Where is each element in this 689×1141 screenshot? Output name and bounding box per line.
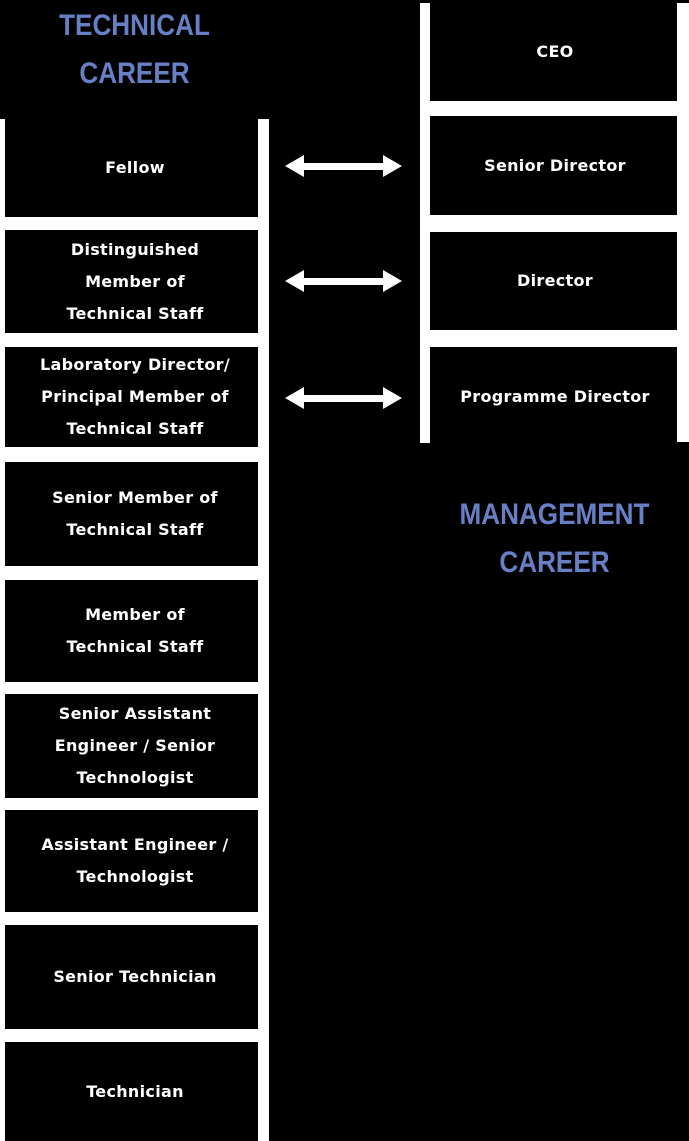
- level-label: Assistant Engineer / Technologist: [41, 835, 229, 886]
- level-label: Programme Director: [460, 386, 650, 406]
- level-gap-divider: [0, 912, 269, 925]
- technical-track-left-rail: [0, 119, 5, 1141]
- level-box-assistant-engineer: Assistant Engineer / Technologist: [12, 810, 258, 912]
- level-label: Member of Technical Staff: [66, 605, 204, 656]
- level-label: Senior Assistant Engineer / Senior Techn…: [54, 704, 216, 787]
- level-box-ceo: CEO: [433, 3, 677, 101]
- level-box-distinguished-member: Distinguished Member of Technical Staff: [12, 230, 258, 333]
- level-gap-divider: [0, 798, 269, 810]
- level-box-senior-member: Senior Member of Technical Staff: [12, 462, 258, 566]
- bidirectional-arrow-laboratory-programme-director: [285, 387, 402, 409]
- bidirectional-arrow-fellow-senior-director: [285, 155, 402, 177]
- level-label: Director: [517, 271, 593, 290]
- arrow-shaft: [304, 162, 383, 170]
- level-label: Senior Director: [484, 155, 626, 175]
- level-gap-divider: [430, 215, 689, 232]
- level-box-director: Director: [433, 232, 677, 330]
- level-box-laboratory-director: Laboratory Director/ Principal Member of…: [12, 347, 258, 447]
- level-gap-divider: [430, 101, 689, 116]
- level-gap-divider: [0, 217, 269, 230]
- level-label: Distinguished Member of Technical Staff: [66, 239, 204, 323]
- level-box-senior-technician: Senior Technician: [12, 925, 258, 1029]
- arrowhead-right-icon: [383, 155, 402, 177]
- level-box-technician: Technician: [12, 1042, 258, 1141]
- arrowhead-right-icon: [383, 270, 402, 292]
- level-label: Laboratory Director/ Principal Member of…: [39, 355, 231, 438]
- arrowhead-right-icon: [383, 387, 402, 409]
- level-label: CEO: [536, 42, 574, 61]
- level-gap-divider: [0, 447, 269, 462]
- arrowhead-left-icon: [285, 270, 304, 292]
- level-box-programme-director: Programme Director: [433, 347, 677, 446]
- bidirectional-arrow-distinguished-director: [285, 270, 402, 292]
- level-box-senior-assistant-engineer: Senior Assistant Engineer / Senior Techn…: [12, 694, 258, 798]
- level-label: Senior Technician: [53, 967, 217, 986]
- level-gap-divider: [430, 330, 689, 347]
- level-gap-divider: [0, 1029, 269, 1042]
- management-career-title: MANAGEMENT CAREER: [459, 498, 650, 579]
- level-label: Technician: [86, 1081, 184, 1101]
- level-label: Fellow: [105, 158, 165, 177]
- level-gap-divider: [0, 566, 269, 580]
- level-box-member: Member of Technical Staff: [12, 580, 258, 682]
- technical-track-right-rail: [258, 119, 269, 1141]
- level-box-senior-director: Senior Director: [433, 116, 677, 215]
- technical-career-title: TECHNICAL CAREER: [59, 9, 210, 90]
- arrowhead-left-icon: [285, 155, 304, 177]
- level-box-fellow: Fellow: [12, 119, 258, 217]
- arrowhead-left-icon: [285, 387, 304, 409]
- management-track-left-rail: [420, 3, 430, 443]
- arrow-shaft: [304, 277, 383, 285]
- level-label: Senior Member of Technical Staff: [52, 488, 218, 539]
- level-gap-divider: [0, 333, 269, 347]
- arrow-shaft: [304, 394, 383, 402]
- level-gap-divider: [0, 682, 269, 694]
